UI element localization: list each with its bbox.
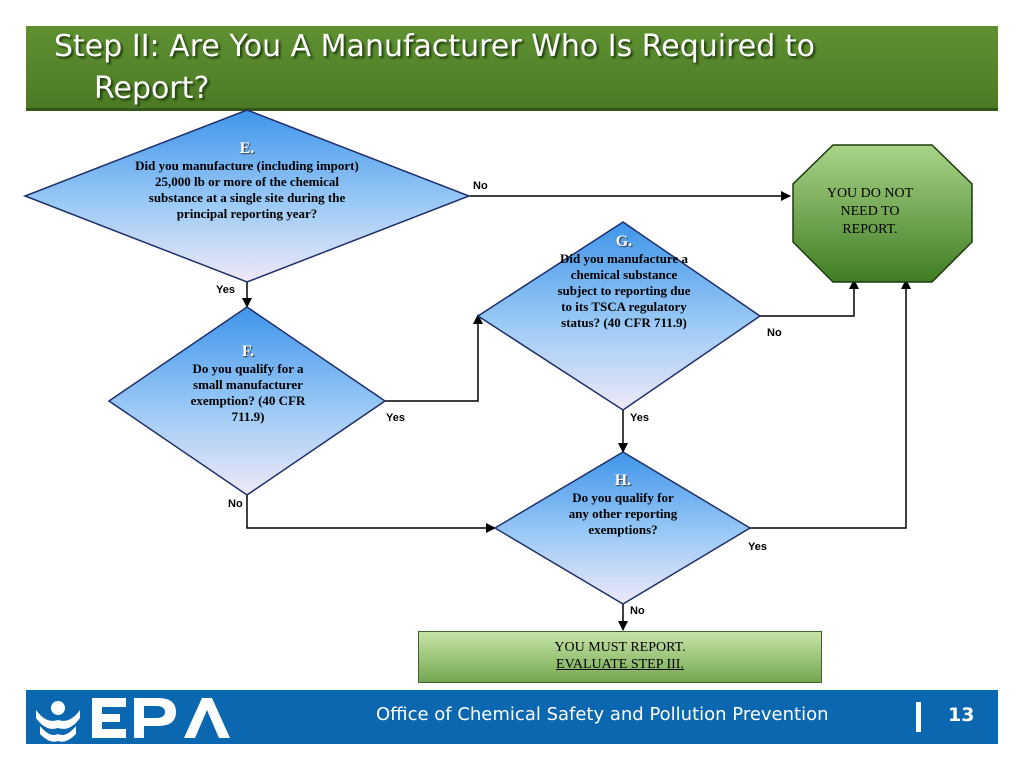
decision-e-letter: E.	[239, 140, 255, 157]
edge-label-f-no: No	[228, 498, 243, 510]
edge-label-e-no: No	[473, 180, 488, 192]
edge-label-h-yes: Yes	[748, 541, 767, 553]
page-number: 13	[948, 704, 975, 726]
edge-label-g-yes: Yes	[630, 412, 649, 424]
decision-g	[476, 221, 762, 411]
footer-bar: EPA Office of Chemical Safety and Pollut…	[26, 690, 998, 744]
footer-separator	[916, 702, 921, 732]
decision-e-question: Did you manufacture (including import) 2…	[135, 158, 359, 221]
title-bar: Step II: Are You A Manufacturer Who Is R…	[26, 26, 998, 111]
no-report-text: YOU DO NOT NEED TO REPORT.	[826, 186, 914, 237]
decision-h-text: H. Do you qualify for any other reportin…	[567, 472, 679, 538]
edge-f-yes	[385, 314, 483, 402]
footer-office-name: Office of Chemical Safety and Pollution …	[376, 704, 829, 725]
decision-g-letter: G.	[615, 233, 633, 250]
edge-label-h-no: No	[630, 605, 645, 617]
epa-logo: EPA	[36, 698, 230, 742]
decision-g-question: Did you manufacture a chemical substance…	[557, 251, 691, 330]
slide-title-line-1: Step II: Are You A Manufacturer Who Is R…	[54, 29, 815, 64]
must-report-box: YOU MUST REPORT. EVALUATE STEP III.	[418, 631, 822, 683]
decision-h	[493, 451, 752, 605]
epa-logo-text: EPA	[199, 727, 215, 736]
slide-title: Step II: Are You A Manufacturer Who Is R…	[54, 26, 954, 110]
edge-g-no	[760, 279, 859, 317]
edge-label-g-no: No	[767, 327, 782, 339]
must-report-line-1: YOU MUST REPORT.	[554, 640, 686, 655]
decision-g-text: G. Did you manufacture a chemical substa…	[557, 233, 691, 331]
must-report-line-2: EVALUATE STEP III.	[556, 657, 684, 672]
decision-f	[107, 306, 387, 496]
decision-e-text: E. Did you manufacture (including import…	[130, 140, 364, 222]
decision-f-text: F. Do you qualify for a small manufactur…	[180, 343, 316, 425]
edge-label-e-yes: Yes	[216, 284, 235, 296]
slide-title-line-2: Report?	[94, 71, 210, 106]
decision-e	[22, 109, 472, 283]
edge-h-yes	[750, 279, 911, 529]
decision-f-letter: F.	[241, 343, 255, 360]
edge-label-f-yes: Yes	[386, 412, 405, 424]
edge-f-no	[246, 495, 496, 533]
stop-octagon	[792, 144, 973, 283]
decision-h-question: Do you qualify for any other reporting e…	[568, 490, 678, 537]
decision-h-letter: H.	[614, 472, 632, 489]
decision-f-question: Do you qualify for a small manufacturer …	[190, 361, 306, 424]
